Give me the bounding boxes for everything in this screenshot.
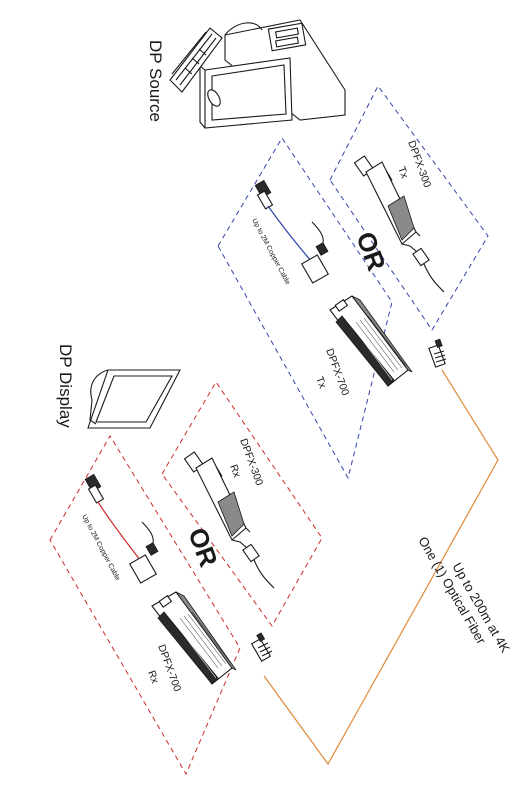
svg-text:Rx: Rx [227,463,243,480]
rx-dongle-region [161,381,323,627]
svg-text:DPFX-300: DPFX-300 [237,437,265,487]
tx-dongle-label: DPFX-300 Tx [395,139,433,189]
tx-box-device [329,295,413,387]
fiber-label: Up to 200m at 4K One (1) Optical Fiber [415,534,513,655]
dp-display-label: DP Display [56,344,75,428]
svg-text:Tx: Tx [313,375,329,391]
svg-text:DPFX-300: DPFX-300 [405,139,433,189]
tx-dongle-device [353,155,445,293]
rx-box-label: DPFX-700 Rx [145,643,183,693]
tx-dongle-region [329,85,489,331]
dp-display-monitor [87,369,181,429]
rx-copper-cable [84,473,159,584]
rx-dongle-device [183,451,275,589]
svg-text:DPFX-700: DPFX-700 [323,347,351,397]
fiber-connector-bottom [250,632,273,662]
dp-source-label: DP Source [146,40,165,122]
rx-dongle-label: DPFX-300 Rx [227,437,265,487]
or-label-top: OR [350,228,392,275]
svg-text:DPFX-700: DPFX-700 [155,643,183,693]
rx-box-device [151,591,237,685]
tx-box-label: DPFX-700 Tx [313,347,351,397]
tx-copper-region [217,137,393,480]
dp-source-computer [169,19,346,129]
optical-fiber-cable [263,369,499,766]
rx-copper-label: Up to 2M Copper Cable [80,514,121,582]
svg-text:Tx: Tx [395,165,411,181]
rx-copper-region [49,435,241,776]
fiber-connector-top [428,338,447,368]
svg-text:Rx: Rx [145,669,161,686]
tx-copper-cable [254,179,330,284]
